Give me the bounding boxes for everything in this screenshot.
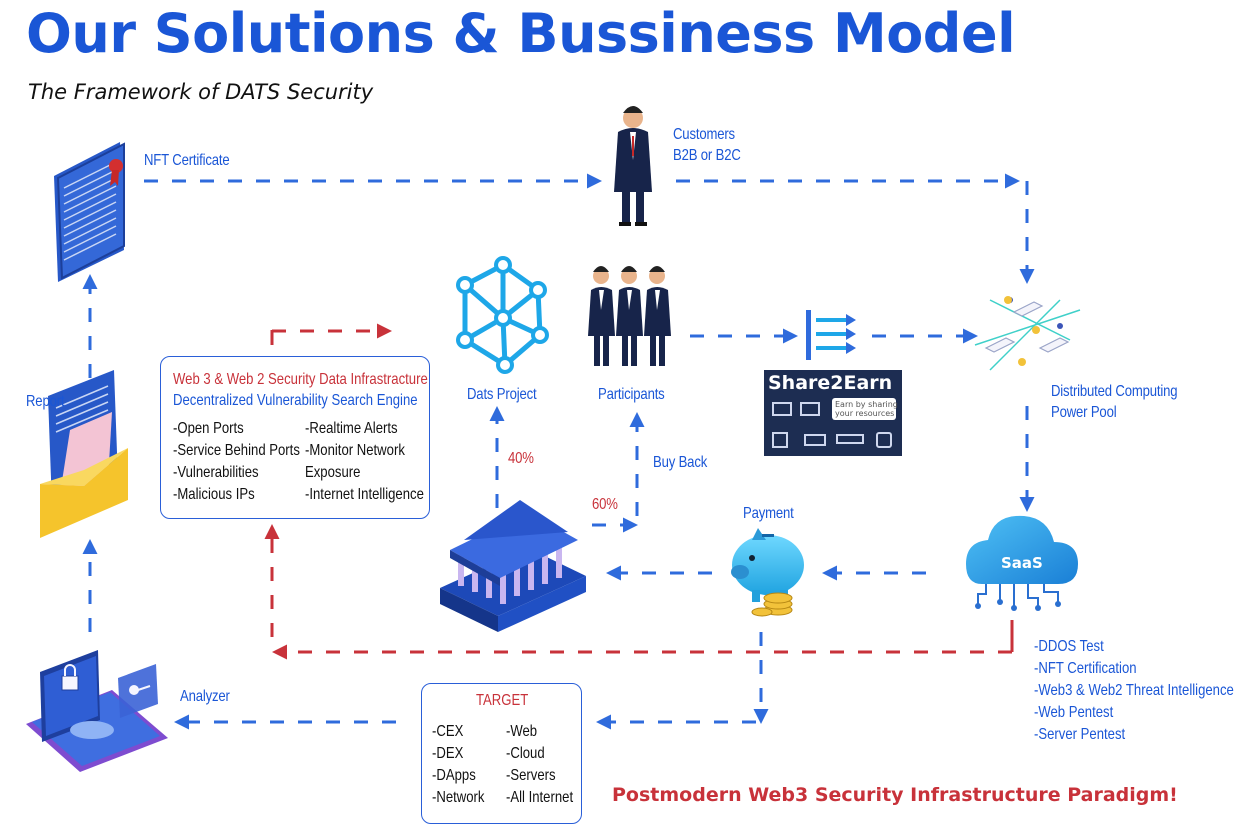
- label-power-pool: Power Pool: [1051, 404, 1117, 421]
- label-distributed-computing: Distributed Computing: [1051, 383, 1178, 400]
- saas-cloud-icon: [966, 515, 1078, 611]
- target-item: -CEX: [432, 723, 464, 740]
- share2earn-card: Share2Earn Earn by sharing your resource…: [764, 370, 902, 456]
- analyzer-laptop-icon: [26, 650, 168, 772]
- label-nft-certificate: NFT Certificate: [144, 152, 230, 169]
- service-item: -DDOS Test: [1034, 638, 1104, 655]
- target-item: -DApps: [432, 767, 476, 784]
- infra-feature: -Vulnerabilities: [173, 464, 259, 481]
- label-saas: SaaS: [1001, 554, 1043, 572]
- label-buy-back: Buy Back: [653, 454, 708, 471]
- target-box: TARGET -CEX -DEX -DApps -Network -Web -C…: [421, 683, 582, 824]
- label-participants: Participants: [598, 386, 665, 403]
- services-list: -DDOS Test -NFT Certification -Web3 & We…: [1034, 636, 1237, 746]
- target-title: TARGET: [476, 692, 529, 709]
- customer-person-icon: [614, 106, 652, 226]
- service-item: -NFT Certification: [1034, 660, 1137, 677]
- red-flow-arrows: [264, 323, 1014, 660]
- page-title: Our Solutions & Bussiness Model: [26, 2, 1016, 65]
- memory-icon: [836, 434, 864, 444]
- target-item: -Web: [506, 723, 538, 740]
- target-col2: -Web -Cloud -Servers -All Internet: [506, 721, 588, 809]
- infra-feature: -Open Ports: [173, 420, 244, 437]
- report-envelope-icon: [40, 370, 128, 538]
- label-payment: Payment: [743, 505, 794, 522]
- piggy-bank-payment-icon: [731, 528, 804, 617]
- computer-icon: [772, 402, 792, 416]
- distributed-computing-nodes-icon: [974, 296, 1081, 371]
- infra-feature: -Service Behind Ports: [173, 442, 300, 459]
- infrastructure-box: Web 3 & Web 2 Security Data Infrastractu…: [160, 356, 430, 519]
- laptop-icon: [800, 402, 820, 416]
- infra-features-col2: -Realtime Alerts -Monitor Network Exposu…: [305, 418, 450, 506]
- label-report: Report: [26, 393, 65, 410]
- service-item: -Web3 & Web2 Threat Intelligence: [1034, 682, 1234, 699]
- share2earn-tagline-line2: your resources: [835, 409, 895, 418]
- target-item: -Servers: [506, 767, 556, 784]
- infra-feature: -Malicious IPs: [173, 486, 255, 503]
- participants-group-icon: [588, 266, 671, 366]
- dats-project-network-icon: [456, 256, 549, 374]
- infra-feature: -Internet Intelligence: [305, 486, 424, 503]
- share2earn-tagline-line1: Earn by sharing: [835, 400, 898, 409]
- label-analyzer: Analyzer: [180, 688, 230, 705]
- label-customers: Customers: [673, 126, 735, 143]
- page-subtitle: The Framework of DATS Security: [28, 80, 374, 104]
- infra-features-col1: -Open Ports -Service Behind Ports -Vulne…: [173, 418, 328, 506]
- bank-building-icon: [440, 500, 586, 632]
- share2earn-title: Share2Earn: [768, 372, 893, 394]
- share-resources-icon: [806, 310, 856, 360]
- service-item: -Server Pentest: [1034, 726, 1126, 743]
- infra-feature: -Monitor Network: [305, 442, 405, 459]
- target-item: -All Internet: [506, 789, 574, 806]
- target-item: -Cloud: [506, 745, 545, 762]
- infra-title-line1: Web 3 & Web 2 Security Data Infrastractu…: [173, 371, 428, 388]
- blue-flow-arrows: [82, 173, 1035, 730]
- footer-slogan: Postmodern Web3 Security Infrastructure …: [612, 784, 1178, 806]
- label-dats-project: Dats Project: [467, 386, 537, 403]
- router-icon: [876, 432, 892, 448]
- target-col1: -CEX -DEX -DApps -Network: [432, 721, 496, 809]
- service-item: -Web Pentest: [1034, 704, 1114, 721]
- infra-title-line2: Decentralized Vulnerability Search Engin…: [173, 392, 418, 409]
- target-item: -Network: [432, 789, 485, 806]
- nft-certificate-icon: [54, 142, 125, 282]
- label-percent-40: 40%: [508, 450, 534, 467]
- label-percent-60: 60%: [592, 496, 618, 513]
- share2earn-tagline: Earn by sharing your resources: [832, 398, 898, 420]
- infra-feature: Exposure: [305, 464, 361, 481]
- cpu-icon: [772, 432, 788, 448]
- infra-feature: -Realtime Alerts: [305, 420, 398, 437]
- label-customers-type: B2B or B2C: [673, 147, 741, 164]
- server-icon: [804, 434, 826, 446]
- target-item: -DEX: [432, 745, 464, 762]
